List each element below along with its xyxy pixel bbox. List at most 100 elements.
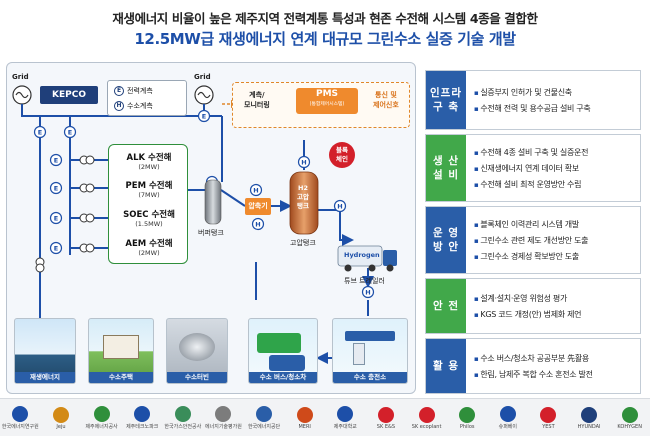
partner-logo-icon <box>52 406 69 423</box>
row-safety: 안 전 설계·설치·운영 위험성 평가 KGS 코드 개정(안) 법제화 제언 <box>425 278 641 334</box>
partner-logo-name: SK E&S <box>376 423 396 430</box>
partner-logo-icon <box>174 406 191 422</box>
electrolyzer-aem: AEM 수전해 (2MW) <box>109 237 189 257</box>
blockchain-badge: 블록 체인 <box>329 142 355 168</box>
row-item: 설계·설치·운영 위험성 평가 <box>474 293 638 304</box>
compressor-box: 압축기 <box>245 198 271 215</box>
partner-logo: KOHYGEN <box>611 405 648 431</box>
bus-scene: 수소 버스/청소차 <box>248 318 318 384</box>
house-scene: 수소주택 <box>88 318 154 384</box>
comm-control-label: 통신 및 제어신호 <box>373 91 399 109</box>
row-item: 한림, 남제주 복합 수소 혼전소 발전 <box>474 369 638 380</box>
partner-logo-name: 제주테크노파크 <box>126 424 159 430</box>
partner-logo: YEST <box>530 405 567 431</box>
partner-logo-icon <box>581 406 598 423</box>
row-tag: 안 전 <box>426 279 466 333</box>
tube-trailer-icon <box>337 245 397 272</box>
pms-box: PMS (통합제어시스템) <box>296 88 358 114</box>
partner-logo-icon <box>459 406 476 423</box>
row-item: 수전해 설비 최적 운영방안 수립 <box>474 179 638 190</box>
power-meter-legend-icon: E <box>114 86 124 96</box>
partner-logo-name: 한국가스안전공사 <box>164 424 202 430</box>
row-items: 수소 버스/청소차 공공부분 先활용 한림, 남제주 복합 수소 혼전소 발전 <box>474 339 638 393</box>
partner-logo-icon <box>215 406 232 422</box>
partner-logo-icon <box>337 406 354 422</box>
row-item: 그린수소 관련 제도 개선방안 도출 <box>474 235 638 246</box>
grid-right-label: Grid <box>194 73 211 81</box>
bus-caption: 수소 버스/청소차 <box>249 372 317 383</box>
partner-logo-name: 제주대학교 <box>333 424 357 430</box>
electrolyzer-group: ALK 수전해 (2MW) PEM 수전해 (7MW) SOEC 수전해 (1.… <box>108 144 188 264</box>
svg-text:H: H <box>337 203 342 211</box>
partner-logo-icon <box>12 406 29 422</box>
electrolyzer-name: PEM 수전해 <box>125 181 173 191</box>
row-items: 블록체인 이력관리 시스템 개발 그린수소 관련 제도 개선방안 도출 그린수소… <box>474 207 638 273</box>
transformer-icons <box>35 155 95 273</box>
row-items: 설계·설치·운영 위험성 평가 KGS 코드 개정(안) 법제화 제언 <box>474 279 638 333</box>
electrolyzer-alk: ALK 수전해 (2MW) <box>109 151 189 171</box>
partner-logo-icon <box>621 406 638 423</box>
partner-logo-icon <box>499 406 516 422</box>
row-tag: 인프라 구 축 <box>426 71 466 129</box>
partner-logo-name: Philos <box>459 423 475 430</box>
electrolyzer-capacity: (2MW) <box>138 163 160 171</box>
row-items: 실증부지 인허가 및 건물신축 수전해 전력 및 용수공급 설비 구축 <box>474 71 638 129</box>
row-production: 생 산 설 비 수전해 4종 설비 구축 및 실증운전 신재생에너지 연계 데이… <box>425 134 641 202</box>
station-scene: 수소 충전소 <box>332 318 408 384</box>
partner-logo-icon <box>540 406 557 423</box>
partner-logo-name: 제주에너지공사 <box>85 424 118 430</box>
partner-logo: SK E&S <box>368 405 405 431</box>
power-meter-icons: E E E E E E E <box>33 109 211 255</box>
renewable-scene: 재생에너지 <box>14 318 76 384</box>
svg-text:E: E <box>38 129 42 137</box>
row-tag: 활 용 <box>426 339 466 393</box>
electrolyzer-pem: PEM 수전해 (7MW) <box>109 179 189 199</box>
row-item: 그린수소 경제성 확보방안 도출 <box>474 251 638 262</box>
partner-logo-name: Jeju <box>56 423 66 430</box>
dispenser-icon <box>353 343 365 365</box>
electrolyzer-capacity: (1.5MW) <box>135 220 163 228</box>
partner-logo: 한국에너지공단 <box>246 405 283 431</box>
partner-logo: HYUNDAI <box>571 405 608 431</box>
buffer-tank-label: 버퍼탱크 <box>198 229 224 237</box>
pms-subtitle: (통합제어시스템) <box>309 102 345 107</box>
partner-logo: 제주대학교 <box>327 405 364 431</box>
row-items: 수전해 4종 설비 구축 및 실증운전 신재생에너지 연계 데이터 확보 수전해… <box>474 135 638 201</box>
partner-logo: SK ecoplant <box>408 405 445 431</box>
title-line-1: 재생에너지 비율이 높은 제주지역 전력계통 특성과 현존 수전해 시스템 4종… <box>112 11 538 26</box>
partner-logo: 에너지기술평가원 <box>205 405 242 431</box>
kepco-box: KEPCO <box>40 86 98 104</box>
power-meter-legend-label: 전력계측 <box>127 87 153 95</box>
electrolyzer-soec: SOEC 수전해 (1.5MW) <box>109 208 189 228</box>
partner-logo-name: 슈퍼베이 <box>498 424 518 430</box>
bus-icon <box>257 333 301 353</box>
row-utilization: 활 용 수소 버스/청소차 공공부분 先활용 한림, 남제주 복합 수소 혼전소… <box>425 338 641 394</box>
pms-title: PMS <box>315 89 339 99</box>
partner-logo-name: HYUNDAI <box>577 423 601 430</box>
partner-logo-name: 한국에너지연구원 <box>1 424 39 430</box>
buffer-tank-icon <box>204 179 222 225</box>
row-tag: 생 산 설 비 <box>426 135 466 201</box>
hydrogen-meter-legend-label: 수소계측 <box>127 102 153 110</box>
renewable-caption: 재생에너지 <box>15 372 75 383</box>
electrolyzer-name: SOEC 수전해 <box>123 210 175 220</box>
row-item: 블록체인 이력관리 시스템 개발 <box>474 219 638 230</box>
station-canopy-icon <box>345 331 395 341</box>
hydrogen-meter-legend-icon: H <box>114 101 124 111</box>
high-pressure-tank-label: 고압탱크 <box>290 239 316 247</box>
electrolyzer-name: AEM 수전해 <box>125 239 173 249</box>
partner-logo-icon <box>418 406 435 423</box>
partner-logo-name: 한국에너지공단 <box>247 424 281 430</box>
partner-logo-name: MERI <box>298 423 311 430</box>
svg-text:E: E <box>68 129 72 137</box>
svg-text:E: E <box>202 113 206 121</box>
electrolyzer-capacity: (2MW) <box>138 249 160 257</box>
row-item: 수전해 4종 설비 구축 및 실증운전 <box>474 147 638 158</box>
grid-right-source-icon <box>194 85 214 105</box>
partner-logo-icon <box>93 406 110 422</box>
grid-left-label: Grid <box>12 73 29 81</box>
turbine-icon <box>179 333 215 361</box>
partner-logo: Jeju <box>43 405 80 431</box>
